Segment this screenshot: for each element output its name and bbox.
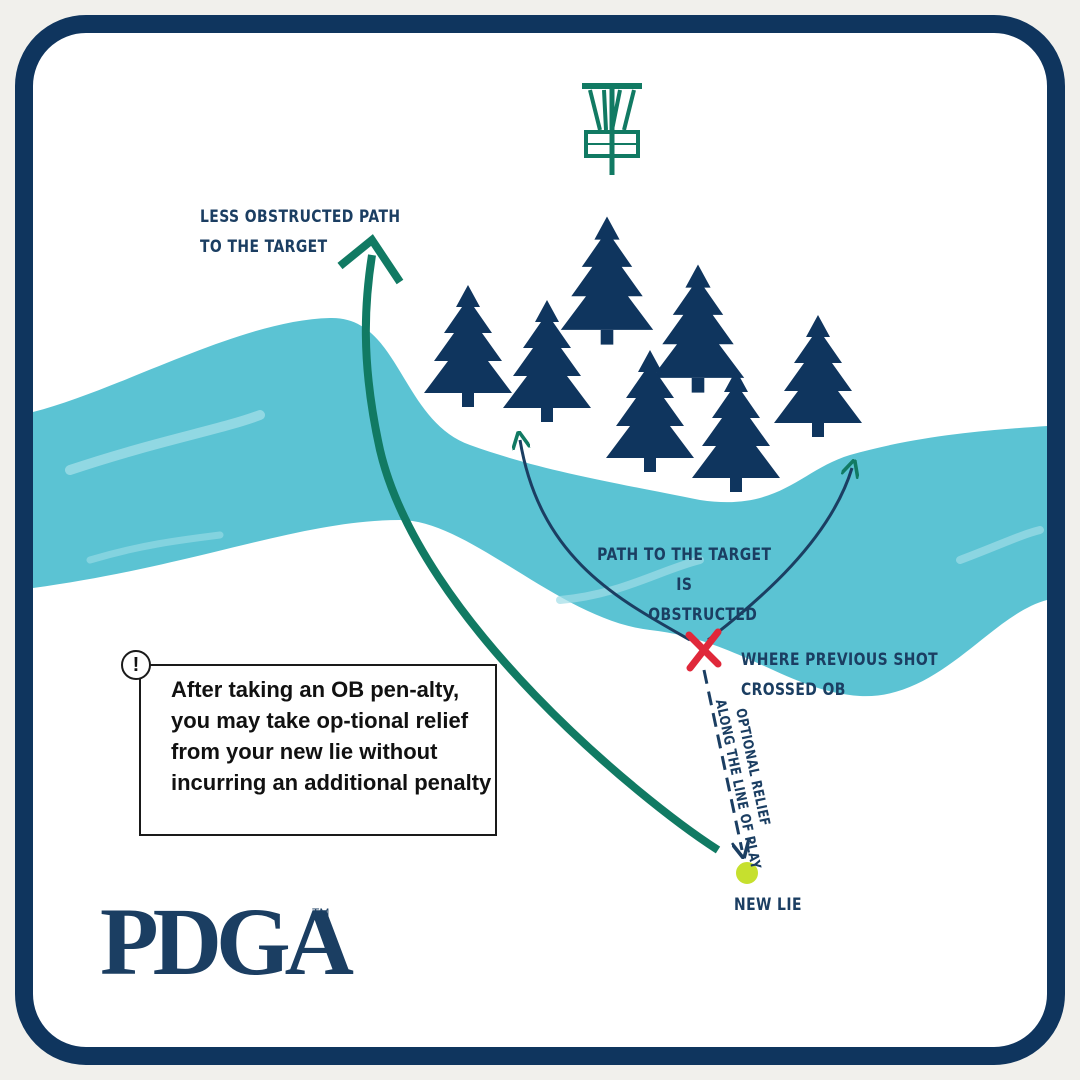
label-line: PATH TO THE TARGET IS bbox=[597, 545, 772, 595]
path-obstructed-label: PATH TO THE TARGET IS OBSTRUCTED bbox=[590, 540, 779, 630]
less-obstructed-path-line bbox=[361, 254, 721, 854]
label-line: OBSTRUCTED bbox=[648, 605, 758, 625]
relief-line bbox=[702, 669, 742, 850]
rule-note-box: After taking an OB pen-alty, you may tak… bbox=[139, 664, 497, 836]
disc-golf-basket-icon bbox=[582, 83, 642, 175]
obstructed-path-left bbox=[520, 440, 691, 642]
crossed-ob-label: WHERE PREVIOUS SHOT CROSSED OB bbox=[741, 645, 938, 705]
pdga-logo: PDGA bbox=[100, 888, 354, 995]
optional-relief-label: OPTIONAL RELIEF ALONG THE LINE OF PLAY bbox=[672, 690, 773, 871]
disc-lie-dot-icon bbox=[734, 860, 760, 886]
label-line: TO THE TARGET bbox=[200, 237, 328, 257]
arrowhead-icon bbox=[337, 234, 404, 285]
label-line: WHERE PREVIOUS SHOT bbox=[741, 650, 939, 670]
obstructed-path-right bbox=[707, 468, 852, 642]
less-obstructed-label: LESS OBSTRUCTED PATH TO THE TARGET bbox=[200, 202, 401, 262]
exclamation-icon: ! bbox=[121, 650, 151, 680]
new-lie-label: NEW LIE bbox=[734, 895, 802, 915]
x-mark-icon bbox=[685, 628, 722, 672]
label-line: LESS OBSTRUCTED PATH bbox=[200, 207, 401, 227]
trademark-mark: TM bbox=[312, 906, 330, 920]
label-line: CROSSED OB bbox=[741, 680, 846, 700]
rule-note-text: After taking an OB pen-alty, you may tak… bbox=[171, 677, 492, 795]
